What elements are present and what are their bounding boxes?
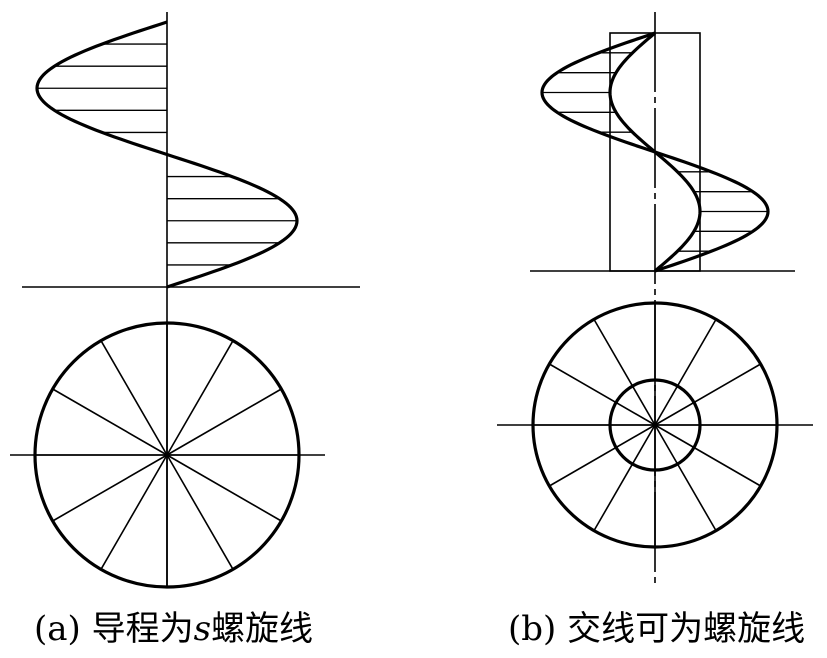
spoke-line-a — [52, 454, 168, 522]
panel-a-top-view — [10, 321, 325, 589]
spoke-line-b — [593, 424, 656, 532]
spoke-line-a — [166, 454, 282, 522]
spoke-line-a — [166, 454, 234, 570]
spoke-line-b — [654, 363, 762, 426]
caption-b: (b) 交线可为螺旋线 — [508, 609, 806, 649]
spoke-line-b — [548, 424, 656, 487]
spoke-line-b — [593, 318, 656, 426]
outer-circle-b — [531, 301, 779, 549]
spoke-line-a — [166, 388, 282, 456]
spoke-line-b — [654, 318, 717, 426]
caption-a-suffix: 螺旋线 — [211, 609, 314, 649]
spoke-line-a — [100, 340, 168, 456]
panel-b-top-view — [497, 301, 813, 549]
caption-a-variable: s — [193, 609, 212, 649]
spoke-line-b — [654, 424, 762, 487]
radial-divisions-a — [35, 323, 299, 587]
spoke-line-a — [52, 388, 168, 456]
radial-divisions-b — [533, 303, 777, 547]
helix-b-hatching — [542, 52, 768, 252]
helix-circle-a — [33, 321, 301, 589]
inner-helix-curve — [608, 31, 702, 273]
caption-a: (a) 导程为s螺旋线 — [34, 606, 313, 652]
helix-curve-a — [35, 20, 299, 289]
spoke-line-b — [654, 424, 717, 532]
spoke-line-a — [166, 340, 234, 456]
panel-a-helix-front-view — [22, 12, 360, 586]
inner-circle-b — [608, 378, 702, 472]
spoke-line-a — [100, 454, 168, 570]
spoke-line-b — [548, 363, 656, 426]
helix-a-hatching — [37, 43, 297, 266]
panel-b-helix-front-view — [530, 12, 795, 586]
caption-a-prefix: (a) 导程为 — [34, 609, 194, 649]
